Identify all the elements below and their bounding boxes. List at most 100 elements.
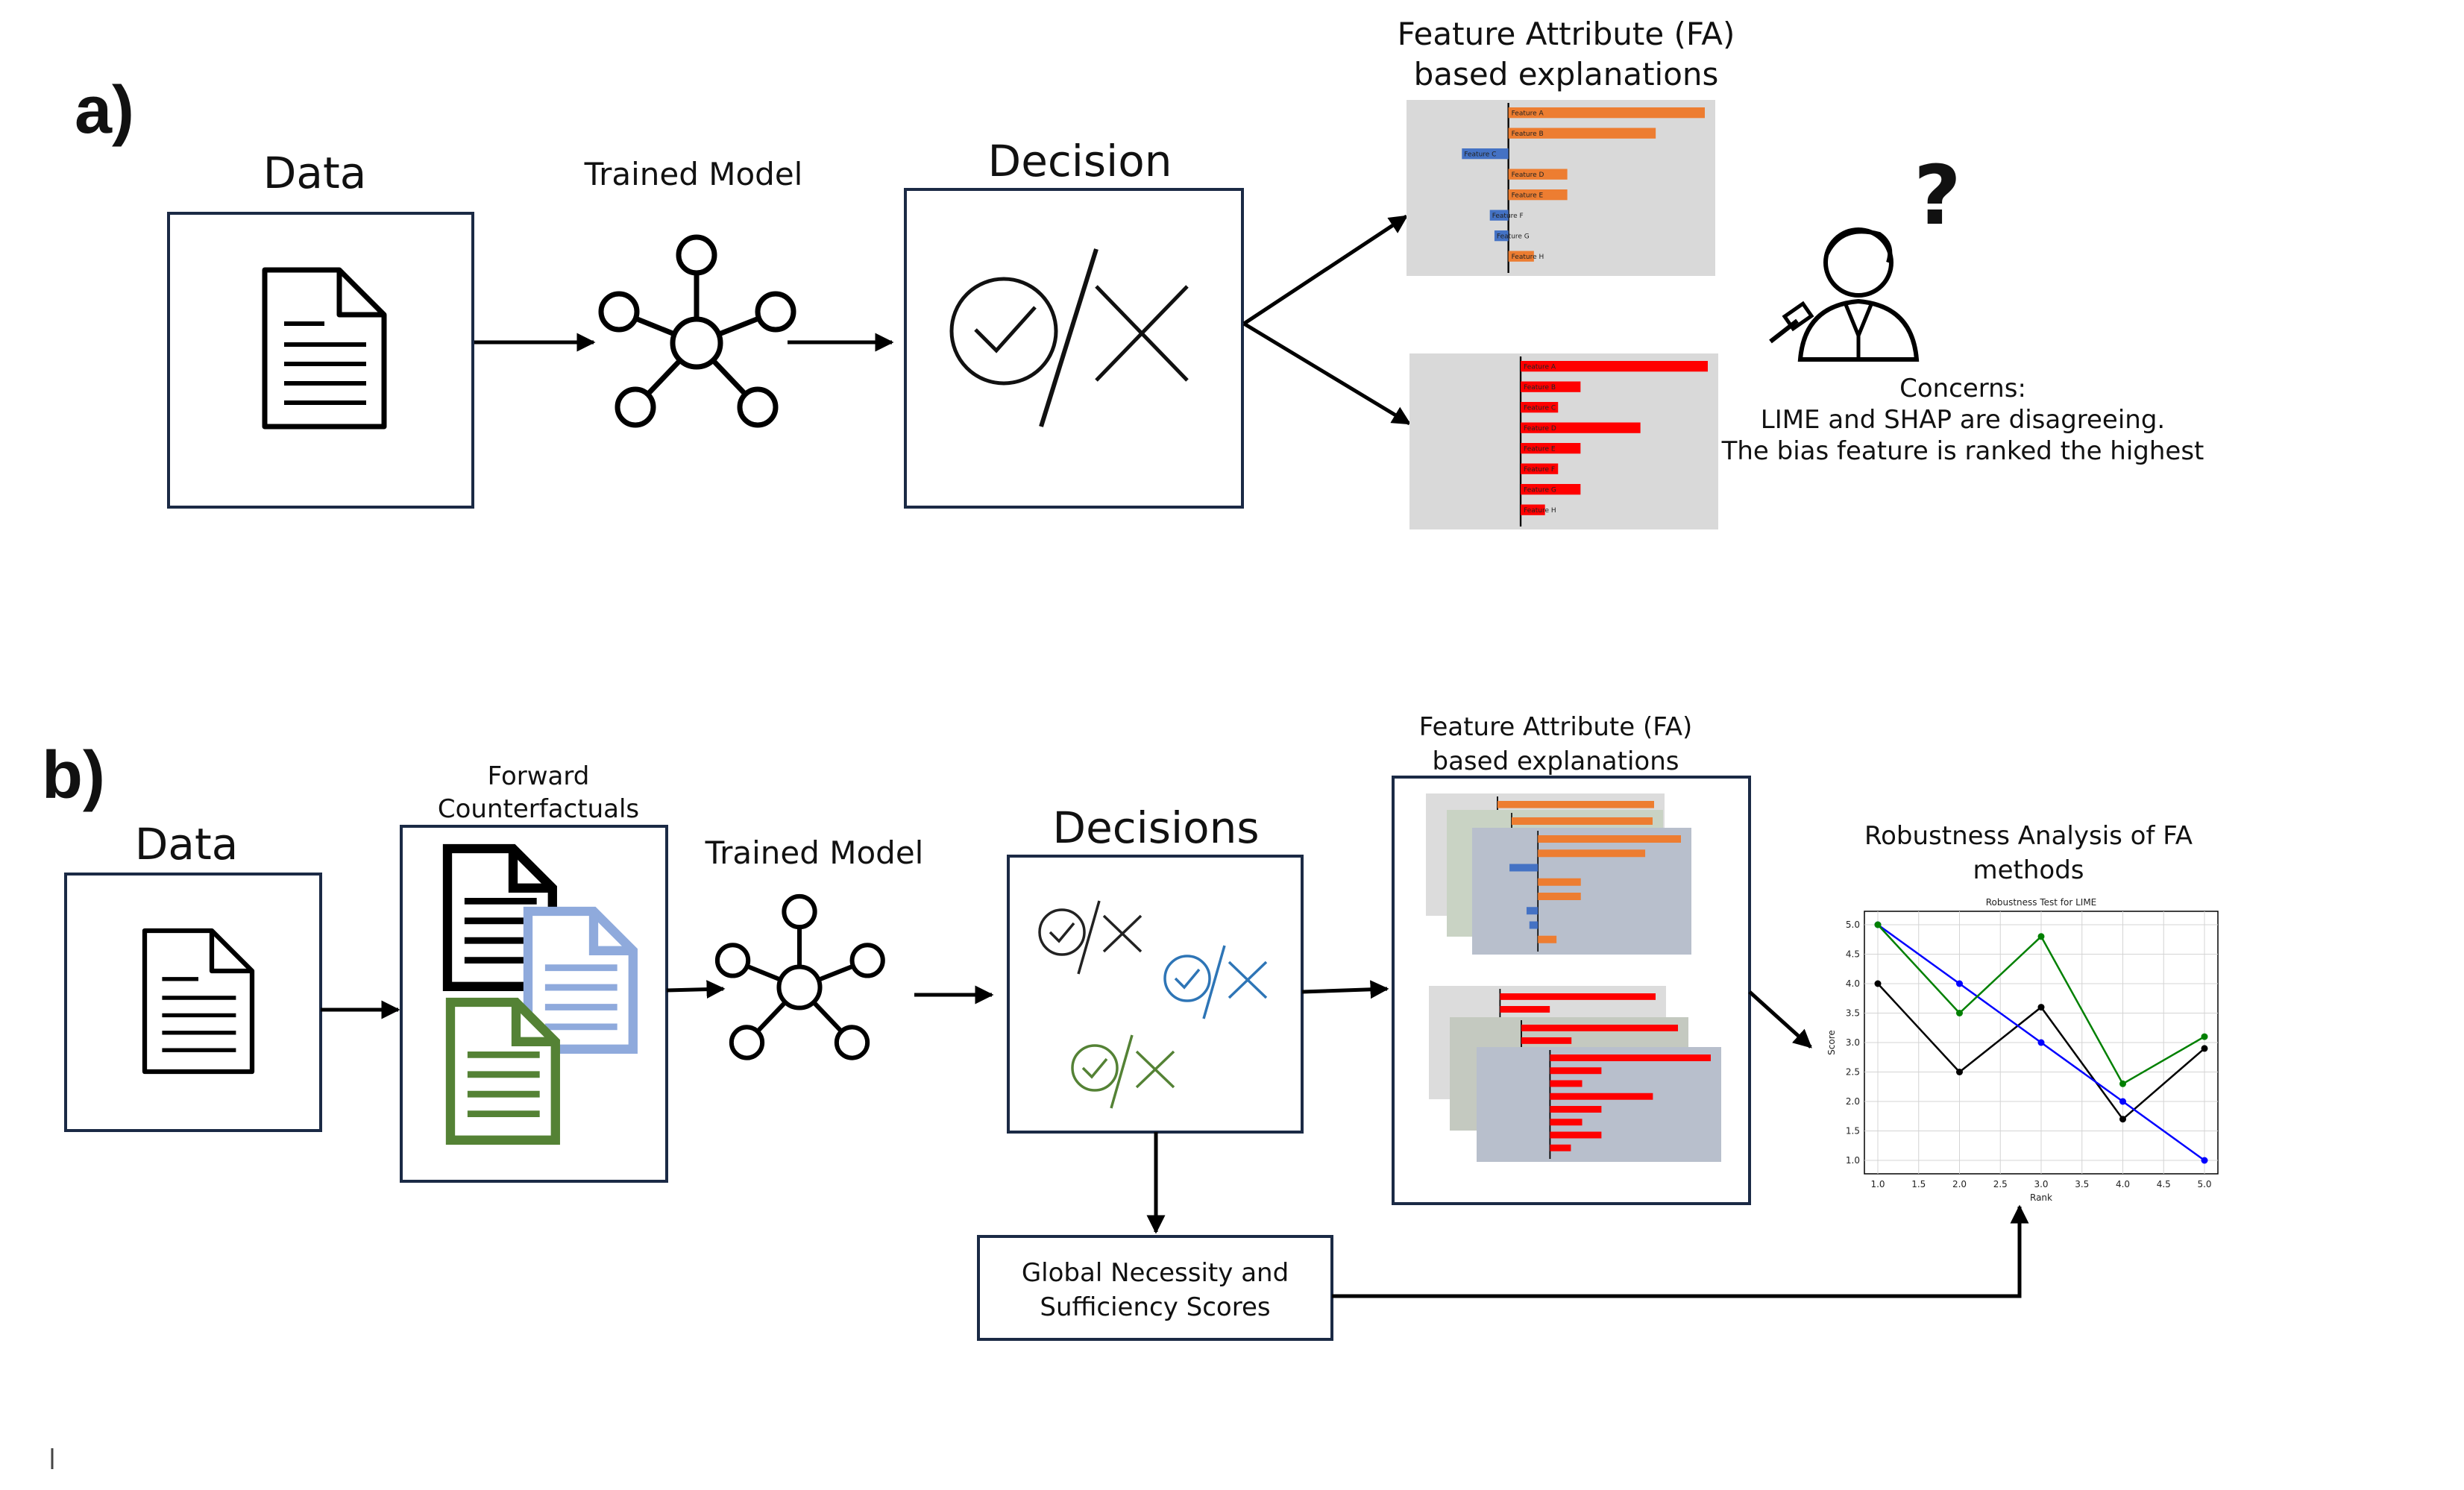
fa-bar-label: Feature D bbox=[1512, 172, 1544, 179]
document-icon-b bbox=[145, 931, 252, 1072]
fa-title-a-line2: based explanations bbox=[1414, 56, 1719, 92]
fa-bar bbox=[1529, 921, 1539, 929]
series-point bbox=[2119, 1116, 2126, 1123]
fa-bar-label: Feature D bbox=[1524, 425, 1556, 433]
fa-bar bbox=[1550, 1093, 1653, 1100]
scores-line-2: Sufficiency Scores bbox=[1040, 1292, 1270, 1322]
fa-bar bbox=[1500, 993, 1656, 1000]
check-cross-blue-icon bbox=[1163, 945, 1268, 1019]
y-tick-label: 4.5 bbox=[1846, 949, 1860, 960]
x-tick-label: 4.5 bbox=[2157, 1179, 2171, 1189]
fa-chart-background bbox=[1407, 100, 1715, 276]
y-tick-label: 1.5 bbox=[1846, 1126, 1860, 1137]
y-axis-label: Score bbox=[1826, 1030, 1837, 1055]
arrow-cf-to-model bbox=[666, 980, 726, 999]
fa-bar bbox=[1521, 463, 1559, 474]
document-icon bbox=[265, 270, 384, 427]
series-point bbox=[2037, 933, 2045, 940]
decisions-title: Decisions bbox=[1052, 802, 1259, 853]
fa-bar bbox=[1550, 1119, 1583, 1126]
robustness-title-line2: methods bbox=[1973, 855, 2084, 885]
x-tick-label: 2.0 bbox=[1952, 1179, 1967, 1189]
fa-bar-label: Feature A bbox=[1524, 364, 1556, 371]
concerns-title: Concerns: bbox=[1899, 374, 2026, 403]
y-tick-label: 2.0 bbox=[1846, 1096, 1860, 1107]
concerns-line-2: The bias feature is ranked the highest bbox=[1721, 436, 2204, 466]
fa-bar-label: Feature F bbox=[1492, 213, 1524, 220]
fa-bar bbox=[1489, 210, 1509, 221]
decisions-box bbox=[1007, 855, 1304, 1134]
judge-person-icon: ? bbox=[1769, 148, 1961, 362]
x-tick-label: 3.5 bbox=[2075, 1179, 2089, 1189]
fa-chart-stacks bbox=[1426, 793, 1721, 1162]
x-tick-label: 3.0 bbox=[2034, 1179, 2048, 1189]
check-cross-black-icon bbox=[1038, 900, 1143, 975]
fa-bar bbox=[1521, 504, 1545, 515]
series-point bbox=[1874, 980, 1882, 987]
fa-bar bbox=[1538, 849, 1646, 858]
fa-title-b-line1: Feature Attribute (FA) bbox=[1419, 712, 1692, 742]
decisions-icons bbox=[1038, 900, 1268, 1109]
network-icon-b bbox=[717, 896, 883, 1058]
x-axis-label: Rank bbox=[2030, 1192, 2052, 1203]
series-point bbox=[1956, 1010, 1963, 1016]
trained-model-title: Trained Model bbox=[584, 156, 803, 192]
series-point bbox=[1956, 980, 1963, 987]
fa-chart-background bbox=[1477, 1047, 1721, 1162]
counterfactual-documents-icon bbox=[442, 843, 638, 1145]
fa-bar bbox=[1508, 169, 1568, 180]
fa-bar-label: Feature H bbox=[1512, 254, 1544, 261]
fa-bar bbox=[1521, 422, 1641, 433]
fa-bar bbox=[1494, 230, 1509, 242]
question-mark-icon: ? bbox=[1914, 148, 1961, 243]
concerns-line-1: LIME and SHAP are disagreeing. bbox=[1761, 405, 2166, 435]
fa-bar bbox=[1521, 381, 1581, 392]
fa-bar bbox=[1508, 107, 1705, 119]
x-tick-label: 5.0 bbox=[2197, 1179, 2211, 1189]
series-point bbox=[2037, 1004, 2045, 1011]
y-tick-label: 3.0 bbox=[1846, 1037, 1860, 1048]
fa-bar bbox=[1550, 1067, 1602, 1075]
fa-bar-label: Feature B bbox=[1524, 384, 1556, 392]
fa-bar bbox=[1538, 935, 1557, 943]
fa-bar-label: Feature A bbox=[1512, 110, 1544, 118]
fa-bar bbox=[1521, 361, 1708, 372]
fa-bar bbox=[1538, 835, 1681, 843]
decision-box bbox=[904, 188, 1244, 509]
fa-bar bbox=[1538, 893, 1581, 901]
series-point bbox=[2119, 1080, 2126, 1087]
fa-bar bbox=[1550, 1106, 1602, 1113]
fa-bar bbox=[1550, 1131, 1602, 1139]
panel-a: a) Data Trained Model Decision Feature A… bbox=[75, 16, 2204, 529]
fa-bar-label: Feature E bbox=[1524, 446, 1556, 453]
series-point bbox=[2201, 1157, 2208, 1164]
series-point bbox=[1874, 921, 1882, 928]
fa-bar bbox=[1521, 484, 1581, 495]
panel-b-label: b) bbox=[42, 738, 105, 813]
y-tick-label: 3.5 bbox=[1846, 1008, 1860, 1019]
check-cross-green-icon bbox=[1071, 1034, 1175, 1109]
fa-bar bbox=[1521, 402, 1559, 413]
fa-bar bbox=[1508, 251, 1534, 262]
fa-bar bbox=[1512, 817, 1653, 826]
robustness-title-line1: Robustness Analysis of FA bbox=[1864, 821, 2193, 851]
y-tick-label: 5.0 bbox=[1846, 920, 1860, 930]
robustness-chart-title: Robustness Test for LIME bbox=[1986, 897, 2097, 908]
fa-bar bbox=[1521, 1025, 1678, 1031]
fa-title-b-line2: based explanations bbox=[1433, 746, 1679, 776]
arrow-fa-to-robustness bbox=[1748, 990, 1812, 1049]
fa-bar bbox=[1550, 1144, 1571, 1151]
fa-bar bbox=[1521, 1037, 1572, 1044]
fa-bar-label: Feature G bbox=[1524, 487, 1556, 494]
network-icon bbox=[601, 237, 793, 425]
fa-bar bbox=[1508, 189, 1568, 201]
fa-bar bbox=[1500, 1006, 1550, 1013]
forward-cf-title-line2: Counterfactuals bbox=[438, 794, 639, 824]
x-tick-label: 1.0 bbox=[1870, 1179, 1885, 1189]
series-point bbox=[2201, 1033, 2208, 1040]
fa-bar-label: Feature E bbox=[1512, 192, 1544, 200]
fa-bar-label: Feature C bbox=[1464, 151, 1496, 159]
forward-cf-title-line1: Forward bbox=[488, 761, 590, 791]
x-tick-label: 2.5 bbox=[1993, 1179, 2008, 1189]
